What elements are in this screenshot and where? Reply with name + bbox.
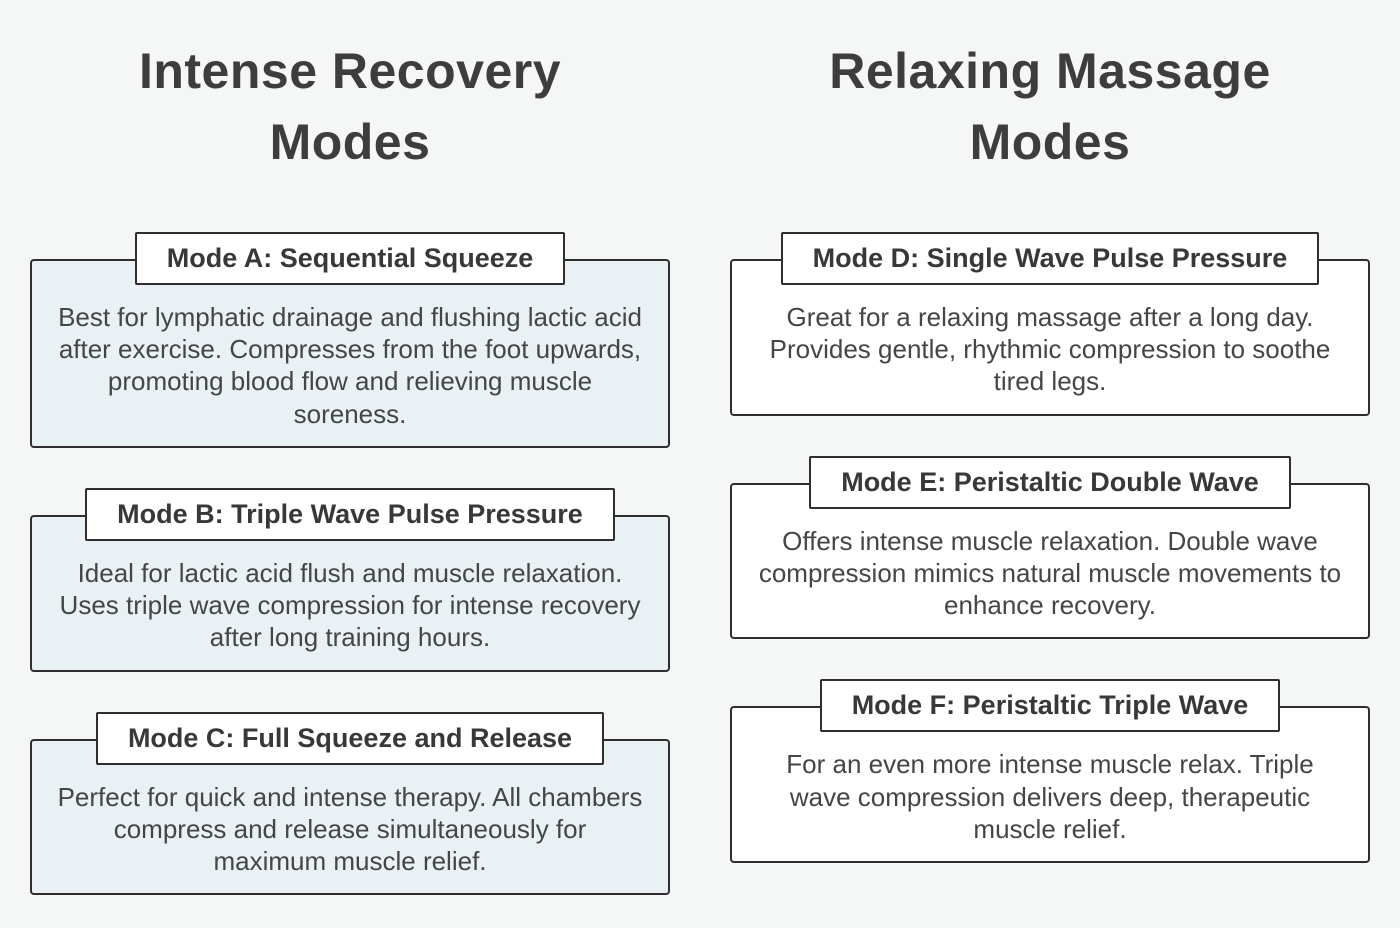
- mode-card-c-description: Perfect for quick and intense therapy. A…: [30, 738, 670, 896]
- mode-card-e-description: Offers intense muscle relaxation. Double…: [730, 482, 1370, 640]
- mode-card-d: Mode D: Single Wave Pulse Pressure Great…: [730, 232, 1370, 416]
- column-heading-intense-recovery: Intense Recovery Modes: [138, 43, 562, 170]
- mode-card-e: Mode E: Peristaltic Double Wave Offers i…: [730, 455, 1370, 640]
- mode-card-b-title: Mode B: Triple Wave Pulse Pressure: [85, 487, 615, 541]
- mode-card-c: Mode C: Full Squeeze and Release Perfect…: [30, 711, 670, 896]
- mode-card-d-description: Great for a relaxing massage after a lon…: [730, 259, 1370, 416]
- mode-card-a-title: Mode A: Sequential Squeeze: [134, 232, 566, 285]
- mode-card-a: Mode A: Sequential Squeeze Best for lymp…: [30, 232, 670, 448]
- column-heading-relaxing-massage: Relaxing Massage Modes: [829, 43, 1271, 170]
- mode-card-b-description: Ideal for lactic acid flush and muscle r…: [30, 514, 670, 672]
- column-relaxing-massage: Relaxing Massage Modes Mode D: Single Wa…: [730, 0, 1370, 928]
- mode-card-f-description: For an even more intense muscle relax. T…: [730, 706, 1370, 864]
- mode-card-e-title: Mode E: Peristaltic Double Wave: [809, 455, 1291, 509]
- mode-card-b: Mode B: Triple Wave Pulse Pressure Ideal…: [30, 487, 670, 672]
- mode-card-f-title: Mode F: Peristaltic Triple Wave: [819, 679, 1281, 733]
- mode-card-f: Mode F: Peristaltic Triple Wave For an e…: [730, 679, 1370, 864]
- mode-card-d-title: Mode D: Single Wave Pulse Pressure: [780, 232, 1320, 285]
- mode-card-c-title: Mode C: Full Squeeze and Release: [95, 711, 605, 765]
- mode-card-a-description: Best for lymphatic drainage and flushing…: [30, 259, 670, 448]
- column-intense-recovery: Intense Recovery Modes Mode A: Sequentia…: [30, 0, 670, 928]
